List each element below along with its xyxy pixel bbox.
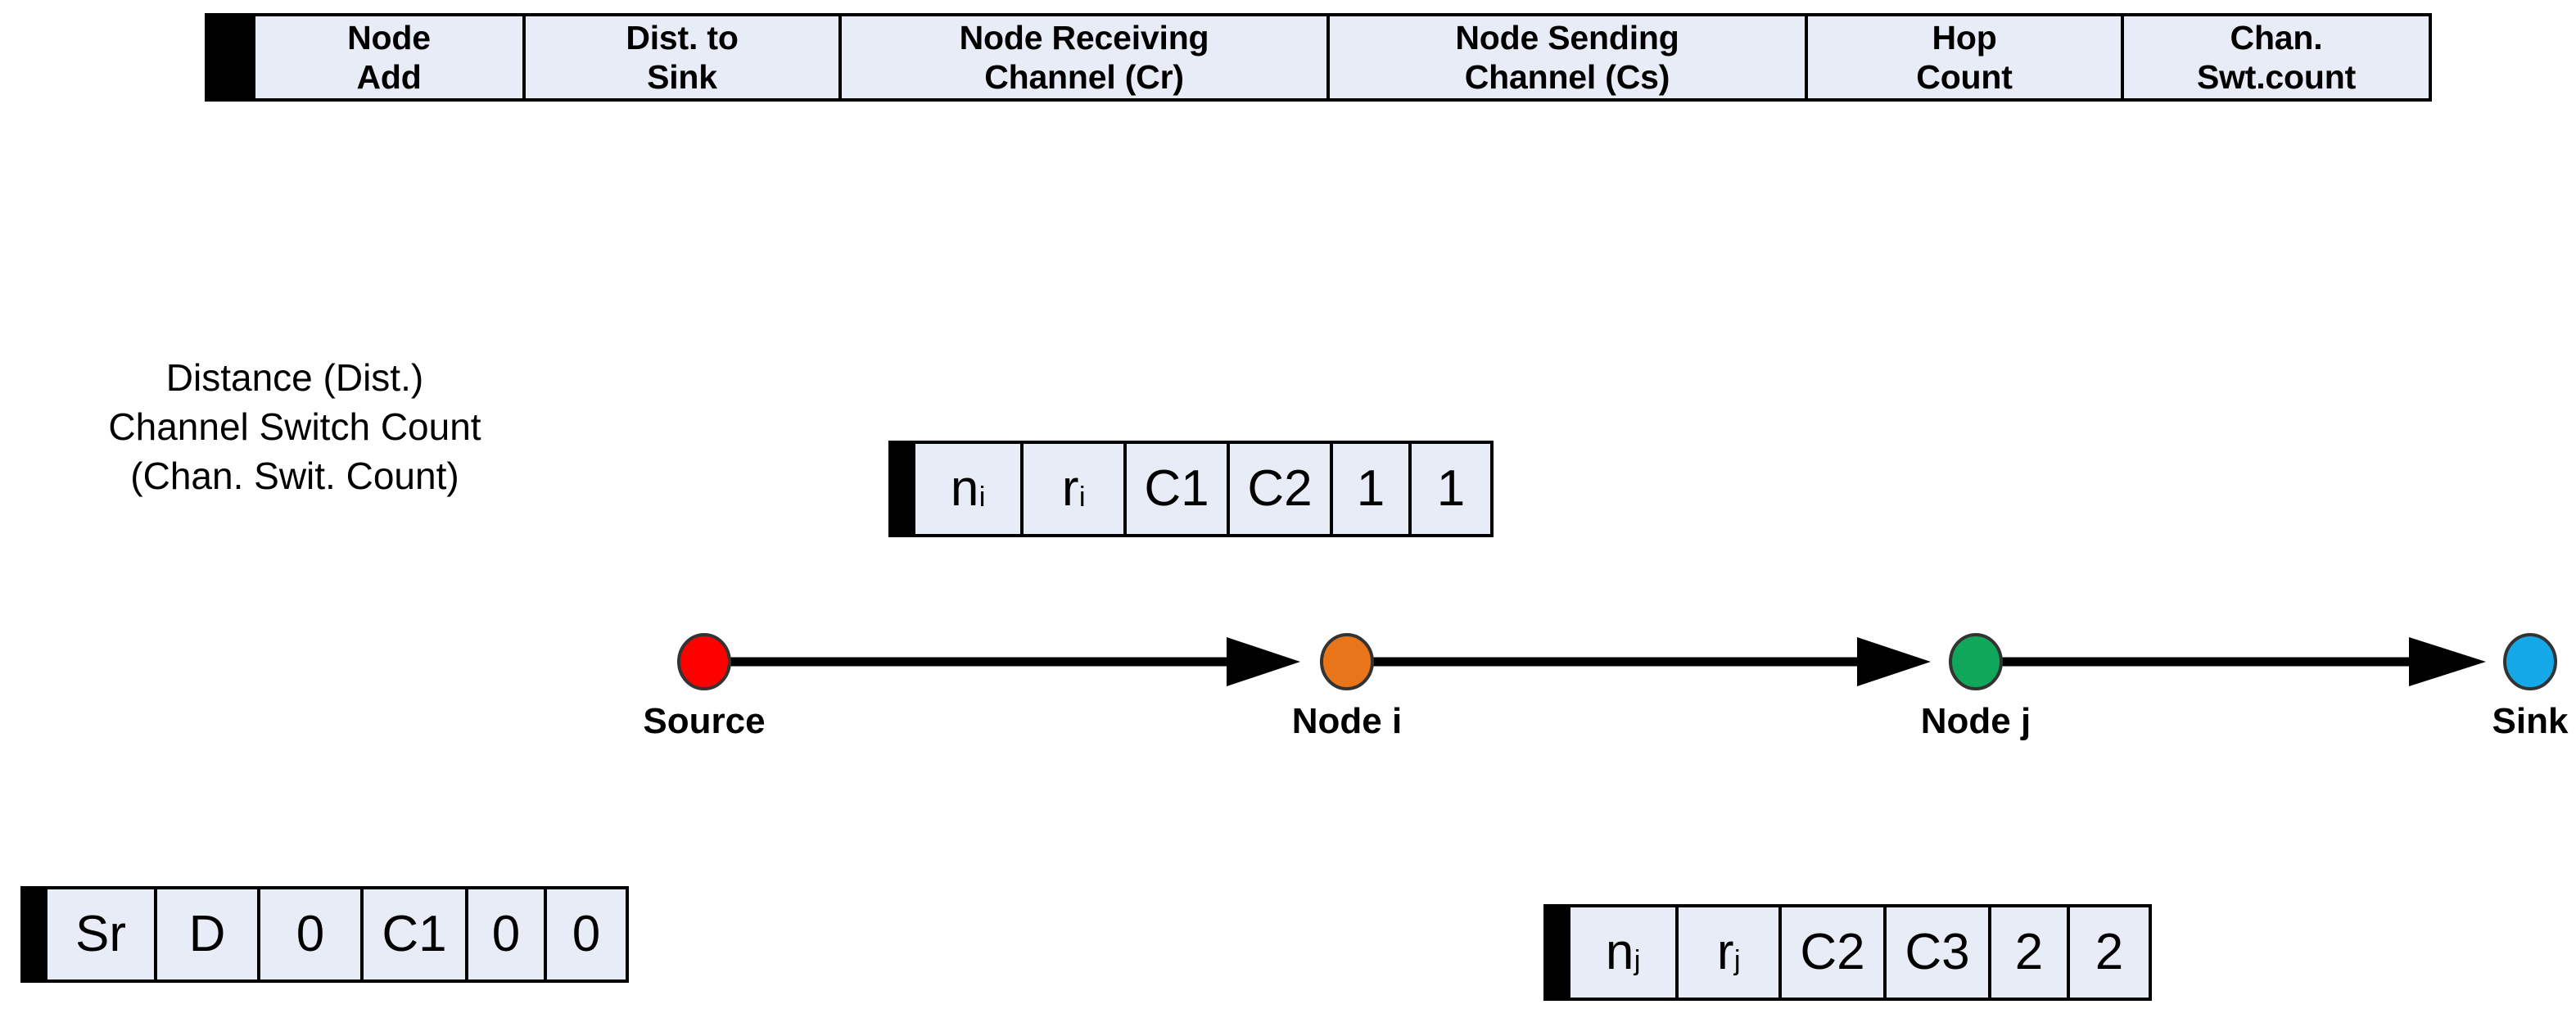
node-j-label: Node j (1920, 701, 2031, 741)
header-col-hop-count-line1: Hop (1932, 18, 1997, 57)
packet-node-j-marker (1543, 904, 1570, 1001)
packet-source-cell-cs-text: C1 (382, 906, 447, 963)
packet-node-j-cell-node-add-text: n (1605, 924, 1634, 981)
packet-node-j-cell-hop-count-text: 2 (2014, 924, 2044, 981)
chain-edge-node-j-to-sink (2001, 637, 2486, 686)
packet-source-cell-cs: C1 (364, 889, 468, 979)
node-j-circle[interactable] (1949, 633, 2003, 690)
packet-node-i-cell-cs: C2 (1230, 444, 1333, 534)
legend-line-distance: Distance (Dist.) (165, 356, 424, 399)
header-col-hop-count-line2: Count (1916, 58, 2013, 96)
node-chain-svg (677, 633, 2557, 690)
packet-node-i-cell-cs-text: C2 (1247, 460, 1313, 518)
packet-node-j-cell-cr-text: C2 (1800, 924, 1865, 981)
header-col-node-receiving-channel-line1: Node Receiving (959, 18, 1209, 57)
packet-source-cell-dist: D (157, 889, 260, 979)
header-col-chan-swt-count-line2: Swt.count (2196, 58, 2357, 96)
packet-node-j-cell-dist-sub: j (1733, 944, 1741, 976)
packet-node-i-cell-node-add-text: n (950, 460, 979, 518)
packet-node-j-cell-dist-text: r (1716, 924, 1734, 981)
node-source-label: Source (643, 701, 766, 741)
packet-source-cell-node-add: Sr (47, 889, 157, 979)
node-chain: Source Node i Node j Sink (0, 619, 2576, 775)
chain-edge-node-i-to-node-j (1372, 637, 1931, 686)
packet-node-i-cell-node-add-sub: i (978, 481, 986, 513)
node-i-circle[interactable] (1320, 633, 1374, 690)
packet-header-cells: Node Add Dist. to Sink Node Receiving Ch… (255, 13, 2432, 102)
packet-node-i-cell-cr-text: C1 (1144, 460, 1209, 518)
header-col-dist-to-sink-line2: Sink (647, 58, 717, 96)
packet-node-j-cell-cs-text: C3 (1905, 924, 1970, 981)
header-col-dist-to-sink: Dist. to Sink (526, 16, 842, 98)
packet-source-cell-dist-text: D (188, 906, 226, 963)
header-col-chan-swt-count-line1: Chan. (2230, 18, 2323, 57)
header-col-chan-swt-count: Chan. Swt.count (2124, 16, 2429, 98)
header-col-node-sending-channel-line1: Node Sending (1455, 18, 1679, 57)
header-col-node-sending-channel-line2: Channel (Cs) (1464, 58, 1670, 96)
packet-source-cells: Sr D 0 C1 0 0 (47, 886, 629, 983)
packet-source-cell-chan-swt-count: 0 (547, 889, 626, 979)
header-col-node-receiving-channel-line2: Channel (Cr) (984, 58, 1184, 96)
node-sink-label: Sink (2492, 701, 2569, 741)
packet-node-i-marker (888, 441, 915, 537)
node-sink-circle[interactable] (2503, 633, 2557, 690)
node-i-label: Node i (1291, 701, 1403, 741)
header-col-node-add-line1: Node (347, 18, 431, 57)
packet-header-marker (205, 13, 255, 102)
packet-node-i-cell-dist-text: r (1061, 460, 1079, 518)
arrow-head-icon (1857, 637, 1931, 686)
packet-source-cell-cr-text: 0 (296, 906, 325, 963)
packet-node-i-cell-hop-count-text: 1 (1356, 460, 1385, 518)
arrow-head-icon (1227, 637, 1300, 686)
packet-node-i-cell-hop-count: 1 (1333, 444, 1412, 534)
packet-source-marker (20, 886, 47, 983)
packet-source-cell-hop-count-text: 0 (491, 906, 521, 963)
legend-block: Distance (Dist.) Channel Switch Count (C… (49, 354, 540, 500)
packet-node-j-cell-hop-count: 2 (1991, 907, 2070, 998)
header-col-node-add: Node Add (255, 16, 526, 98)
header-col-node-sending-channel: Node Sending Channel (Cs) (1330, 16, 1808, 98)
legend-line-channel-switch-count: Channel Switch Count (108, 405, 481, 448)
legend-line-chan-swit-count: (Chan. Swit. Count) (130, 454, 459, 497)
packet-node-i-cell-chan-swt-count: 1 (1412, 444, 1490, 534)
packet-source-cell-chan-swt-count-text: 0 (572, 906, 601, 963)
packet-node-j-cell-chan-swt-count: 2 (2070, 907, 2149, 998)
packet-node-j-cell-chan-swt-count-text: 2 (2095, 924, 2124, 981)
packet-node-i-cell-chan-swt-count-text: 1 (1436, 460, 1466, 518)
header-col-hop-count: Hop Count (1808, 16, 2124, 98)
node-source-circle[interactable] (677, 633, 731, 690)
packet-header-table: Node Add Dist. to Sink Node Receiving Ch… (205, 13, 2432, 102)
packet-node-j-cell-node-add-sub: j (1634, 944, 1641, 976)
packet-source-cell-cr: 0 (260, 889, 364, 979)
packet-node-i-cell-dist-sub: i (1078, 481, 1086, 513)
header-col-dist-to-sink-line1: Dist. to (626, 18, 739, 57)
header-col-node-receiving-channel: Node Receiving Channel (Cr) (842, 16, 1330, 98)
header-col-node-add-line2: Add (356, 58, 422, 96)
chain-edge-source-to-node-i (729, 637, 1300, 686)
packet-node-i-cell-cr: C1 (1127, 444, 1230, 534)
arrow-head-icon (2409, 637, 2486, 686)
packet-source: Sr D 0 C1 0 0 (20, 886, 629, 983)
packet-node-j-cell-cr: C2 (1782, 907, 1887, 998)
packet-source-cell-hop-count: 0 (468, 889, 547, 979)
packet-node-j-cell-cs: C3 (1887, 907, 1991, 998)
packet-source-cell-node-add-text: Sr (75, 906, 126, 963)
